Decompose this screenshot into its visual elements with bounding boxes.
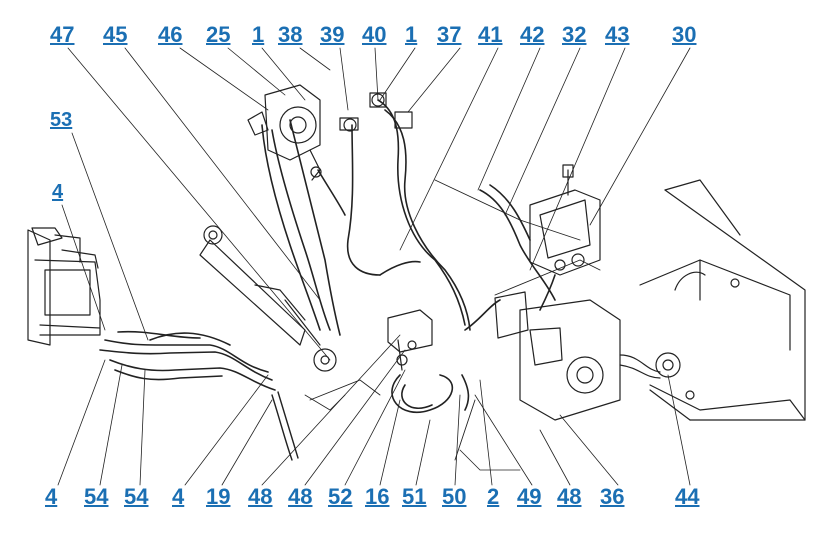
part-label-19: 19 — [206, 484, 231, 509]
part-label-53: 53 — [50, 109, 73, 131]
part-label-49: 49 — [517, 484, 542, 509]
part-label-47: 47 — [50, 22, 75, 47]
right-hoses — [464, 184, 556, 331]
part-label-50: 50 — [442, 484, 467, 509]
part-label-4-left: 4 — [52, 181, 64, 203]
part-label-41: 41 — [478, 22, 503, 47]
part-label-37: 37 — [437, 22, 462, 47]
fittings-top — [339, 92, 413, 132]
part-label-44: 44 — [675, 484, 700, 509]
part-label-1a: 1 — [252, 22, 265, 47]
part-label-1b: 1 — [405, 22, 418, 47]
part-label-48-b1: 48 — [248, 484, 273, 509]
part-label-32: 32 — [562, 22, 587, 47]
part-label-4-b2: 4 — [172, 484, 185, 509]
leader-lines — [57, 47, 691, 486]
part-label-25: 25 — [206, 22, 231, 47]
left-hoses — [99, 330, 276, 391]
part-label-54-b1: 54 — [84, 484, 109, 509]
part-label-30: 30 — [672, 22, 697, 47]
part-label-4-b1: 4 — [45, 484, 58, 509]
part-label-52: 52 — [328, 484, 353, 509]
part-label-39: 39 — [320, 22, 345, 47]
small-valve — [387, 309, 433, 371]
part-label-54-b2: 54 — [124, 484, 149, 509]
part-label-38: 38 — [278, 22, 303, 47]
part-label-46: 46 — [158, 22, 183, 47]
part-label-48-b2: 48 — [288, 484, 313, 509]
part-label-42: 42 — [520, 22, 545, 47]
top-pump — [247, 84, 322, 181]
part-label-45: 45 — [103, 22, 128, 47]
part-label-36: 36 — [600, 484, 625, 509]
hose-19 — [271, 391, 299, 461]
connection-bars — [309, 179, 601, 461]
loop-hose — [391, 374, 470, 413]
control-levers — [27, 227, 101, 346]
part-label-51: 51 — [402, 484, 427, 509]
center-hoses — [261, 99, 471, 336]
control-valve — [529, 164, 601, 276]
part-label-40: 40 — [362, 22, 387, 47]
mounting-bracket — [639, 179, 806, 421]
part-label-2: 2 — [487, 484, 500, 509]
part-label-43: 43 — [605, 22, 630, 47]
boom-cylinder — [199, 225, 337, 372]
part-label-16: 16 — [365, 484, 390, 509]
part-label-48-b3: 48 — [557, 484, 582, 509]
main-pump — [494, 291, 681, 421]
